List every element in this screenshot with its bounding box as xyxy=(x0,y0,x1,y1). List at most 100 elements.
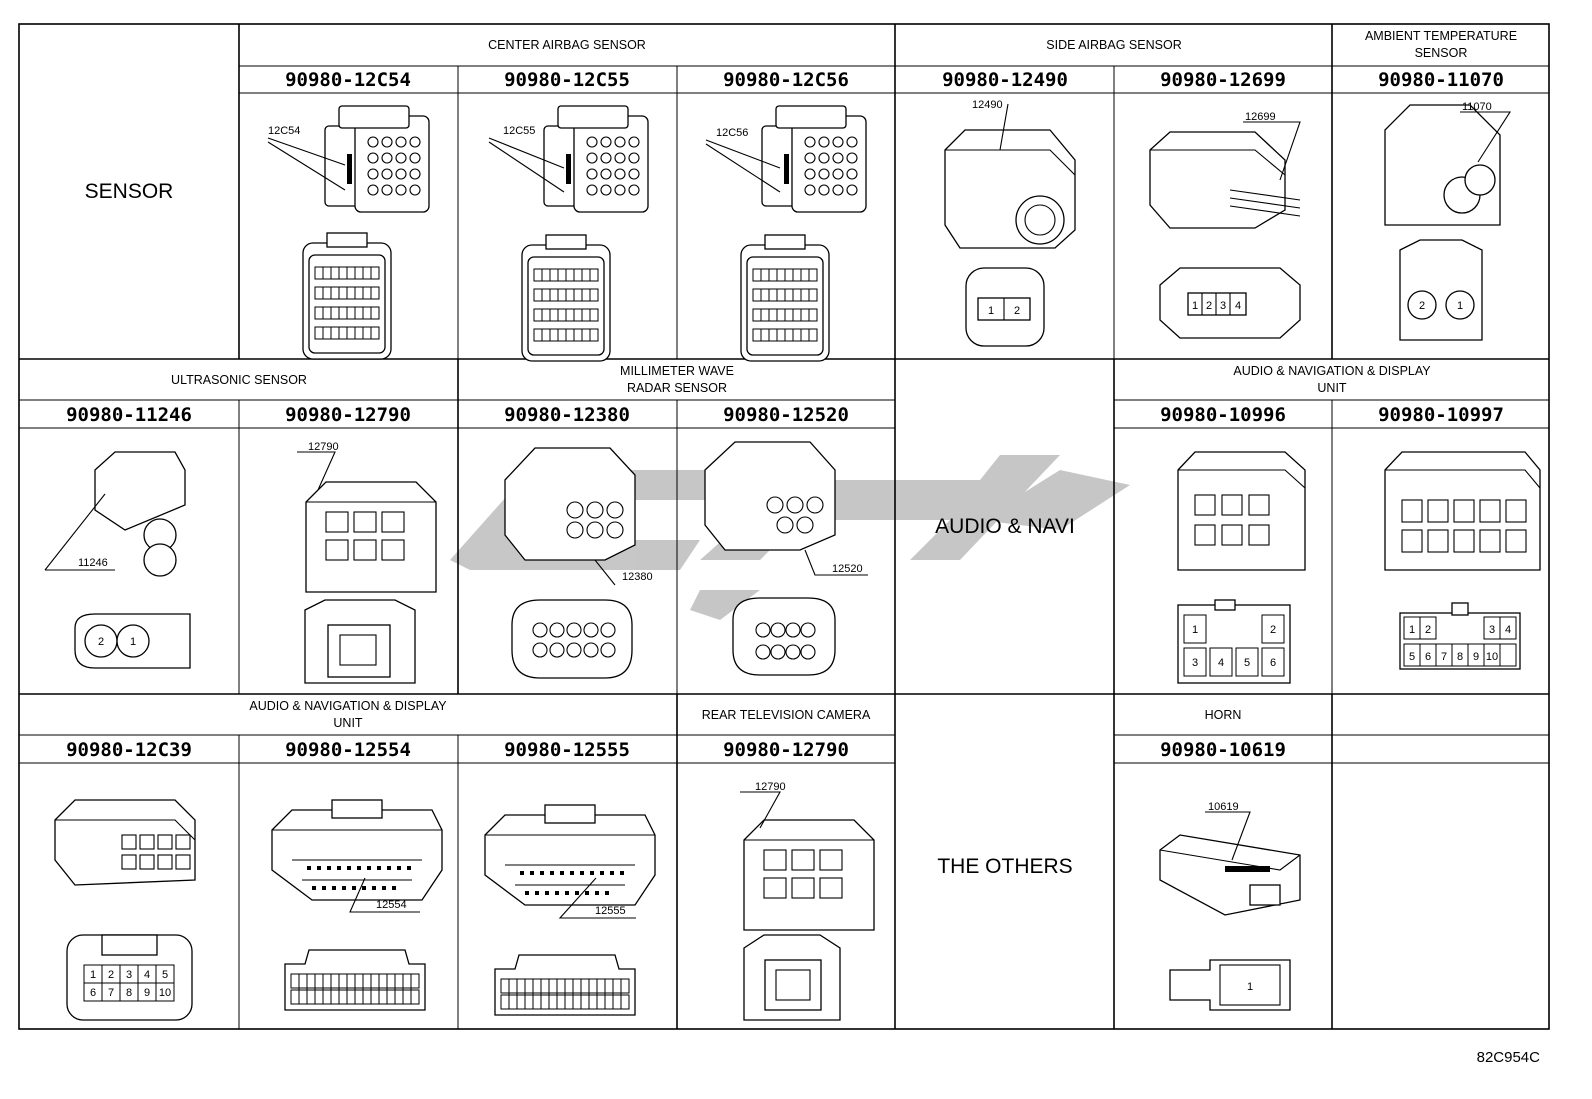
figure-code: 82C954C xyxy=(1477,1049,1541,1066)
pin-12c39-10: 10 xyxy=(159,987,171,999)
callout-10619: 10619 xyxy=(1208,801,1239,813)
pin-10997-8: 8 xyxy=(1457,651,1463,663)
pin-10996-6: 6 xyxy=(1270,657,1276,669)
connector-12380: 12380 xyxy=(504,447,653,679)
callout-12790: 12790 xyxy=(308,441,339,453)
callout-12790-camera: 12790 xyxy=(755,781,786,793)
connector-12c55: 12C55 xyxy=(488,105,649,362)
part-number-10996: 90980-10996 xyxy=(1160,404,1286,426)
part-number-12490: 90980-12490 xyxy=(942,69,1068,91)
section-headers: SENSOR CENTER AIRBAG SENSOR SIDE AIRBAG … xyxy=(85,29,1517,878)
callout-12554: 12554 xyxy=(376,899,407,911)
callout-11246: 11246 xyxy=(78,557,108,569)
pin-12490-2: 2 xyxy=(1014,305,1020,317)
pin-12c39-3: 3 xyxy=(126,969,132,981)
part-numbers: 90980-12C54 90980-12C55 90980-12C56 9098… xyxy=(66,69,1504,761)
part-number-10619: 90980-10619 xyxy=(1160,739,1286,761)
pin-10997-2: 2 xyxy=(1425,624,1431,636)
pin-12c39-7: 7 xyxy=(108,987,114,999)
callout-12c54: 12C54 xyxy=(268,125,300,137)
connector-11070: 11070 2 1 xyxy=(1384,101,1512,341)
side-airbag-sensor-header: SIDE AIRBAG SENSOR xyxy=(1046,38,1181,52)
pin-11246-2: 2 xyxy=(98,636,104,648)
audio-nav-display-header-2-line1: AUDIO & NAVIGATION & DISPLAY xyxy=(249,699,447,713)
millimeter-wave-header-line2: RADAR SENSOR xyxy=(627,381,727,395)
pin-10996-3: 3 xyxy=(1192,657,1198,669)
connector-12c54: 12C54 xyxy=(267,105,430,360)
pin-10996-4: 4 xyxy=(1218,657,1224,669)
callout-12555: 12555 xyxy=(595,905,626,917)
pin-12c39-4: 4 xyxy=(144,969,150,981)
pin-12c39-2: 2 xyxy=(108,969,114,981)
pin-12490-1: 1 xyxy=(988,305,994,317)
part-number-12699: 90980-12699 xyxy=(1160,69,1286,91)
connector-12c39: 1 2 3 4 5 6 7 8 9 10 xyxy=(54,799,196,1021)
pin-10996-2: 2 xyxy=(1270,624,1276,636)
pin-10996-1: 1 xyxy=(1192,624,1198,636)
part-number-12c54: 90980-12C54 xyxy=(285,69,411,91)
connector-12520: 12520 xyxy=(704,441,868,676)
pin-10997-4: 4 xyxy=(1505,624,1511,636)
millimeter-wave-header-line1: MILLIMETER WAVE xyxy=(620,364,734,378)
audio-nav-display-header-line2: UNIT xyxy=(1317,381,1347,395)
rear-television-camera-header: REAR TELEVISION CAMERA xyxy=(702,708,871,722)
pin-10997-10: 10 xyxy=(1486,651,1498,663)
pin-11070-2: 2 xyxy=(1419,300,1425,312)
pin-12c39-6: 6 xyxy=(90,987,96,999)
callout-11070: 11070 xyxy=(1462,101,1492,113)
horn-header: HORN xyxy=(1205,708,1242,722)
pin-12699-4: 4 xyxy=(1235,300,1241,312)
audio-nav-display-header-2-line2: UNIT xyxy=(333,716,363,730)
pin-12c39-9: 9 xyxy=(144,987,150,999)
connector-10996: 1 2 3 4 5 6 xyxy=(1177,451,1306,684)
callout-12380: 12380 xyxy=(622,571,653,583)
ambient-temperature-header-line1: AMBIENT TEMPERATURE xyxy=(1365,29,1517,43)
part-number-12c39: 90980-12C39 xyxy=(66,739,192,761)
pin-10997-7: 7 xyxy=(1441,651,1447,663)
connector-12555: 12555 xyxy=(484,804,656,1016)
ultrasonic-sensor-header: ULTRASONIC SENSOR xyxy=(171,373,307,387)
pin-12699-3: 3 xyxy=(1220,300,1226,312)
pin-10997-3: 3 xyxy=(1489,624,1495,636)
pin-11070-1: 1 xyxy=(1457,300,1463,312)
pin-12c39-8: 8 xyxy=(126,987,132,999)
callout-12c55: 12C55 xyxy=(503,125,535,137)
pin-12c39-1: 1 xyxy=(90,969,96,981)
pin-10619-1: 1 xyxy=(1247,981,1253,993)
part-number-12790: 90980-12790 xyxy=(285,404,411,426)
part-number-12554: 90980-12554 xyxy=(285,739,411,761)
part-number-12c55: 90980-12C55 xyxy=(504,69,630,91)
connector-12699: 12699 1 2 3 4 xyxy=(1149,111,1301,339)
the-others-label: THE OTHERS xyxy=(937,855,1072,878)
pin-11246-1: 1 xyxy=(130,636,136,648)
connector-12790: 12790 xyxy=(297,441,437,684)
audio-navi-label: AUDIO & NAVI xyxy=(935,515,1075,538)
pin-10997-5: 5 xyxy=(1409,651,1415,663)
sensor-label: SENSOR xyxy=(85,180,174,203)
pin-10997-9: 9 xyxy=(1473,651,1479,663)
part-number-11070: 90980-11070 xyxy=(1378,69,1504,91)
callout-12490: 12490 xyxy=(972,99,1003,111)
pin-10997-6: 6 xyxy=(1425,651,1431,663)
center-airbag-sensor-header: CENTER AIRBAG SENSOR xyxy=(488,38,646,52)
pin-12699-2: 2 xyxy=(1206,300,1212,312)
pin-10997-1: 1 xyxy=(1409,624,1415,636)
callout-12520: 12520 xyxy=(832,563,863,575)
ambient-temperature-header-line2: SENSOR xyxy=(1415,46,1468,60)
part-number-12c56: 90980-12C56 xyxy=(723,69,849,91)
pin-12699-1: 1 xyxy=(1192,300,1198,312)
connector-11246: 11246 2 1 xyxy=(44,451,191,669)
part-number-12790-camera: 90980-12790 xyxy=(723,739,849,761)
callout-12699: 12699 xyxy=(1245,111,1276,123)
connector-12c56: 12C56 xyxy=(705,105,867,362)
callout-12c56: 12C56 xyxy=(716,127,748,139)
part-number-11246: 90980-11246 xyxy=(66,404,192,426)
connector-12554: 12554 xyxy=(271,799,443,1011)
connector-12790-camera: 12790 xyxy=(740,781,875,1021)
table-grid xyxy=(18,23,1550,1030)
audio-nav-display-header-line1: AUDIO & NAVIGATION & DISPLAY xyxy=(1233,364,1431,378)
pin-10996-5: 5 xyxy=(1244,657,1250,669)
connector-10619: 10619 1 xyxy=(1159,801,1301,1011)
connector-10997: 1 2 3 4 5 6 7 8 9 10 xyxy=(1384,451,1541,670)
